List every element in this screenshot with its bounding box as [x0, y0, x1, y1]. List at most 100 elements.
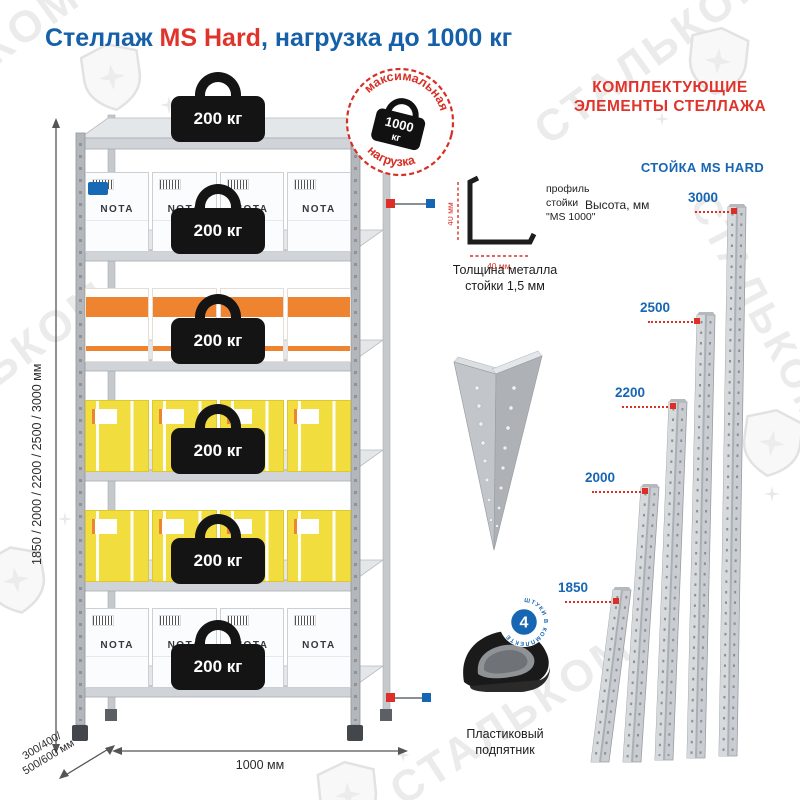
- angle-profile-icon: [467, 175, 537, 245]
- product-box: NOTA: [286, 608, 351, 688]
- profile-dim-horizontal: 40 мм.: [487, 261, 513, 271]
- kettlebell-handle: [195, 404, 241, 428]
- label-red-square: [694, 318, 700, 324]
- components-heading-2: ЭЛЕМЕНТЫ СТЕЛЛАЖА: [573, 98, 767, 115]
- box-brand-label: NOTA: [302, 204, 336, 216]
- width-dimension-label: 1000 мм: [235, 758, 285, 772]
- callout-red-square: [386, 693, 395, 702]
- rack-foot: [380, 709, 392, 721]
- label-red-square: [670, 403, 676, 409]
- barcode: [159, 179, 182, 190]
- shelf-load-label: 200 кг: [171, 318, 265, 364]
- shield-logo-watermark: [685, 23, 752, 99]
- page-title: Стеллаж MS Hard, нагрузка до 1000 кг: [45, 24, 512, 53]
- post-height-label: 3000: [688, 190, 719, 205]
- post-height-label: 2200: [615, 385, 646, 400]
- callout-line: [392, 203, 430, 205]
- shield-logo-watermark: [737, 404, 800, 482]
- post-profile-drawing: 40 мм 40 мм. профиль стойки "MS 1000": [448, 175, 596, 271]
- product-box: [286, 510, 351, 582]
- kettlebell-handle: [195, 184, 241, 208]
- product-box: NOTA: [85, 608, 150, 688]
- stamp-kettlebell-body: [371, 108, 426, 151]
- shield-logo-watermark: [315, 757, 382, 800]
- box-brand-label: NOTA: [302, 640, 336, 652]
- kettlebell-weight-icon: 200 кг: [171, 404, 265, 474]
- kit-count-badge: ШТУКИ В КОМПЛЕКТЕ 4: [499, 597, 549, 647]
- post-1850: [590, 587, 632, 763]
- callout-line: [392, 697, 426, 699]
- sparkle-icon: [58, 512, 72, 526]
- profile-caption-2: стойки: [546, 197, 578, 209]
- kettlebell-handle: [195, 72, 241, 96]
- box-brand-label: NOTA: [100, 640, 134, 652]
- height-dimension-label: 1850 / 2000 / 2200 / 2500 / 3000 мм: [30, 363, 44, 565]
- stamp-kettlebell-handle: [385, 98, 419, 120]
- post-perforation: [474, 385, 517, 528]
- depth-dimension-line: [59, 745, 115, 779]
- shelf-load-label: 200 кг: [171, 96, 265, 142]
- post-height-label: 2500: [640, 300, 671, 315]
- product-box: [85, 510, 150, 582]
- title-part-1: Стеллаж: [45, 24, 160, 52]
- post-2200: [654, 399, 688, 761]
- rack-foot: [347, 725, 363, 741]
- shelf-load-label: 200 кг: [171, 428, 265, 474]
- height-unit-label: Высота, мм: [585, 198, 650, 212]
- post-height-label: 1850: [558, 580, 589, 595]
- stamp-value: 1000: [384, 114, 416, 136]
- post-3000: [718, 204, 747, 757]
- sparkle-icon: [764, 486, 780, 502]
- barcode: [226, 615, 249, 626]
- sparkle-icon: [655, 112, 669, 126]
- shield-logo-watermark: [77, 38, 146, 116]
- shelf-load-label: 200 кг: [171, 644, 265, 690]
- components-heading-1: КОМПЛЕКТУЮЩИЕ: [592, 79, 748, 96]
- barcode: [226, 179, 249, 190]
- corner-post-image: [453, 350, 543, 551]
- stamp-unit: кг: [390, 132, 402, 145]
- kettlebell-handle: [195, 294, 241, 318]
- post-height-label: 2000: [585, 470, 616, 485]
- callout-red-square: [386, 199, 395, 208]
- width-dimension-line: [112, 747, 408, 755]
- product-box: [286, 288, 351, 362]
- product-box: [85, 288, 150, 362]
- barcode: [293, 179, 316, 190]
- shelf-load-label: 200 кг: [171, 538, 265, 584]
- profile-dim-vertical: 40 мм: [448, 202, 455, 226]
- profile-caption-1: профиль: [546, 183, 590, 195]
- profile-caption-3: "MS 1000": [546, 211, 596, 223]
- callout-blue-square: [426, 199, 435, 208]
- kettlebell-weight-icon: 200 кг: [171, 294, 265, 364]
- rack-foot: [105, 709, 117, 721]
- height-dimension-line: [52, 118, 60, 754]
- barcode: [293, 615, 316, 626]
- kettlebell-weight-icon: 200 кг: [171, 184, 265, 254]
- thickness-note: Толщина металла стойки 1,5 мм: [430, 262, 580, 294]
- thickness-line-2: стойки 1,5 мм: [465, 279, 545, 293]
- kettlebell-handle: [195, 620, 241, 644]
- shelf-load-label: 200 кг: [171, 208, 265, 254]
- box-brand-label: NOTA: [100, 204, 134, 216]
- kettlebell-weight-icon: 200 кг: [171, 72, 265, 142]
- product-box: [286, 400, 351, 472]
- product-box: NOTA: [286, 172, 351, 252]
- thickness-line-1: Толщина металла: [452, 263, 558, 277]
- foot-caption-2: подпятник: [475, 743, 535, 757]
- barcode: [92, 615, 114, 626]
- kettlebell-handle: [195, 514, 241, 538]
- label-red-square: [613, 598, 619, 604]
- label-dotted-line: [695, 211, 733, 213]
- plastic-foot-caption: Пластиковый подпятник: [440, 726, 570, 758]
- title-part-3: , нагрузка до 1000 кг: [260, 24, 513, 52]
- label-dotted-line: [622, 406, 672, 408]
- sparkle-icon: [396, 748, 410, 762]
- label-dotted-line: [648, 321, 696, 323]
- foot-caption-1: Пластиковый: [466, 727, 544, 741]
- max-load-stamp: максимальная нагрузка 1000 кг: [345, 59, 458, 177]
- post-2500: [686, 312, 716, 759]
- callout-blue-square: [422, 693, 431, 702]
- label-dotted-line: [565, 601, 615, 603]
